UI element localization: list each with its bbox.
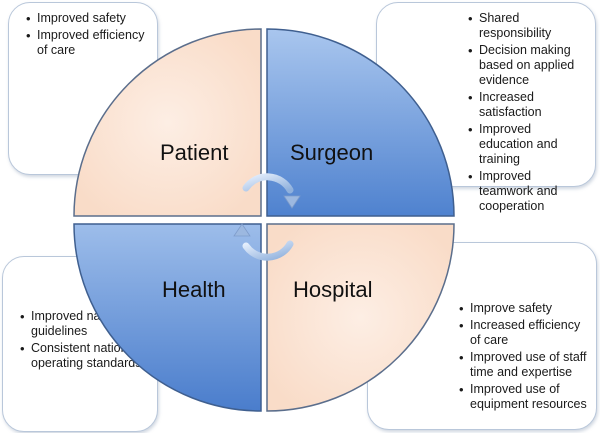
- list-item: Improved safety: [26, 11, 149, 26]
- list-item: Shared responsibility: [468, 11, 587, 41]
- health-benefits-list: Improved national guidelines Consistent …: [19, 309, 149, 371]
- list-item: Decision making based on applied evidenc…: [468, 43, 587, 88]
- list-item: Increased satisfaction: [468, 90, 587, 120]
- list-item: Improved use of staff time and expertise: [459, 350, 590, 380]
- health-quadrant: [73, 223, 262, 412]
- health-label: Health: [162, 277, 226, 302]
- surgeon-benefits-box: Shared responsibility Decision making ba…: [376, 2, 596, 213]
- patient-benefits-list: Improved safety Improved efficiency of c…: [25, 11, 149, 58]
- list-item: Improved teamwork and cooperation: [468, 169, 587, 214]
- list-item: Improve safety: [459, 301, 590, 316]
- cycle-arrowhead-bottom: [233, 223, 251, 237]
- hospital-quadrant: [266, 223, 455, 412]
- list-item: Consistent national operating standards: [20, 341, 149, 371]
- list-item: Improved efficiency of care: [26, 28, 149, 58]
- list-item: Improved use of equipment resources: [459, 382, 590, 412]
- list-item: Improved education and training: [468, 122, 587, 167]
- surgeon-label: Surgeon: [290, 140, 373, 165]
- cycle-arrow-bottom: [242, 240, 294, 261]
- cycle-arrowhead-top: [283, 195, 301, 209]
- hospital-label: Hospital: [293, 277, 372, 302]
- patient-label: Patient: [160, 140, 229, 165]
- patient-quadrant: [73, 28, 262, 217]
- surgeon-quadrant: [266, 28, 455, 217]
- cycle-arrow-top: [242, 173, 294, 194]
- list-item: Increased efficiency of care: [459, 318, 590, 348]
- surgeon-benefits-list: Shared responsibility Decision making ba…: [467, 11, 587, 214]
- hospital-benefits-list: Improve safety Increased efficiency of c…: [458, 301, 590, 412]
